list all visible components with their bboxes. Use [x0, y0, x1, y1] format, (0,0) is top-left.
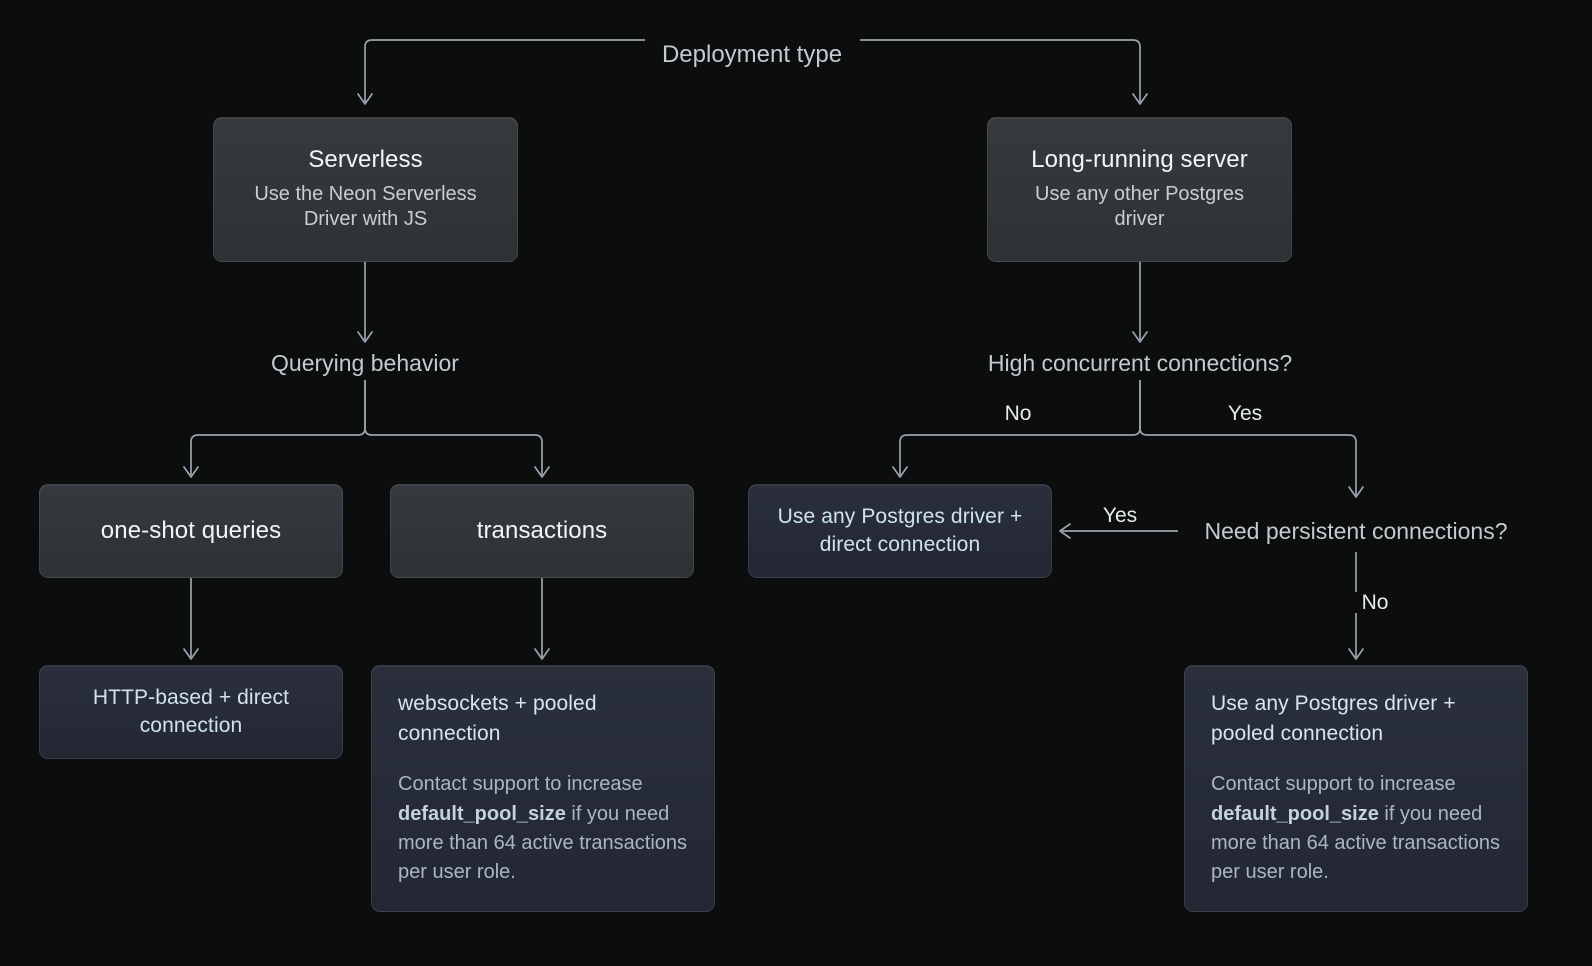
- node-transactions-title: transactions: [476, 516, 608, 544]
- arrowhead-oneshot: [183, 466, 199, 478]
- arrowhead-persistent-yes: [1059, 523, 1071, 539]
- label-need-persistent-connections: Need persistent connections?: [1194, 520, 1518, 543]
- edge-root-left: [364, 39, 645, 56]
- edge-label-concurrent-no: No: [997, 403, 1039, 424]
- edge-label-persistent-yes: Yes: [1095, 505, 1145, 526]
- arrowhead-longrunning: [1132, 93, 1148, 105]
- node-one-shot-queries[interactable]: one-shot queries: [39, 484, 343, 578]
- node-long-running-server[interactable]: Long-running server Use any other Postgr…: [987, 117, 1292, 262]
- edge-label-concurrent-yes: Yes: [1220, 403, 1270, 424]
- node-driver-pooled[interactable]: Use any Postgres driver + pooled connect…: [1184, 665, 1528, 912]
- node-serverless-subtitle: Use the Neon Serverless Driver with JS: [254, 182, 477, 231]
- edge-querying-to-oneshot: [190, 380, 366, 475]
- label-high-concurrent-connections: High concurrent connections?: [977, 352, 1303, 375]
- websockets-body-bold: default_pool_size: [398, 802, 566, 825]
- node-serverless-title: Serverless: [308, 146, 423, 174]
- edge-root-right: [860, 39, 1141, 56]
- node-serverless[interactable]: Serverless Use the Neon Serverless Drive…: [213, 117, 518, 262]
- websockets-body-before: Contact support to increase: [398, 773, 643, 796]
- node-one-shot-queries-title: one-shot queries: [100, 516, 282, 544]
- node-long-running-subtitle: Use any other Postgres driver: [1035, 182, 1244, 231]
- arrowhead-concurrent-no: [892, 466, 908, 478]
- driver-pooled-body-before: Contact support to increase: [1211, 773, 1456, 796]
- node-driver-direct-title: Use any Postgres driver + direct connect…: [777, 504, 1023, 556]
- node-long-running-title: Long-running server: [1031, 146, 1248, 174]
- node-http-direct-connection[interactable]: HTTP-based + direct connection: [39, 665, 343, 759]
- arrowhead-websockets: [534, 648, 550, 660]
- arrowhead-querying: [357, 331, 373, 343]
- edge-querying-to-transactions: [364, 380, 543, 475]
- arrowhead-serverless: [357, 93, 373, 105]
- driver-pooled-body-bold: default_pool_size: [1211, 802, 1379, 825]
- edge-label-persistent-no: No: [1354, 592, 1396, 613]
- node-websockets-pooled-title: websockets + pooled connection: [398, 692, 597, 745]
- node-websockets-pooled[interactable]: websockets + pooled connection Contact s…: [371, 665, 715, 912]
- arrowhead-http: [183, 648, 199, 660]
- node-driver-direct-connection[interactable]: Use any Postgres driver + direct connect…: [748, 484, 1052, 578]
- node-driver-pooled-title: Use any Postgres driver + pooled connect…: [1211, 692, 1456, 745]
- node-websockets-pooled-body: Contact support to increase default_pool…: [398, 770, 688, 888]
- node-http-direct-title: HTTP-based + direct connection: [92, 685, 290, 737]
- driver-pooled-body-after: if you need more than 64 active transact…: [1211, 802, 1501, 884]
- arrowhead-concurrent-yes: [1348, 486, 1364, 498]
- arrowhead-persistent-no: [1348, 648, 1364, 660]
- node-transactions[interactable]: transactions: [390, 484, 694, 578]
- edge-concurrent-no: [899, 380, 1141, 475]
- label-querying-behavior: Querying behavior: [261, 352, 469, 375]
- root-label-deployment-type: Deployment type: [647, 43, 857, 67]
- websockets-body-after: if you need more than 64 active transact…: [398, 802, 688, 884]
- node-driver-pooled-body: Contact support to increase default_pool…: [1211, 770, 1501, 888]
- edge-concurrent-yes: [1139, 380, 1357, 495]
- arrowhead-transactions: [534, 466, 550, 478]
- arrowhead-concurrent: [1132, 331, 1148, 343]
